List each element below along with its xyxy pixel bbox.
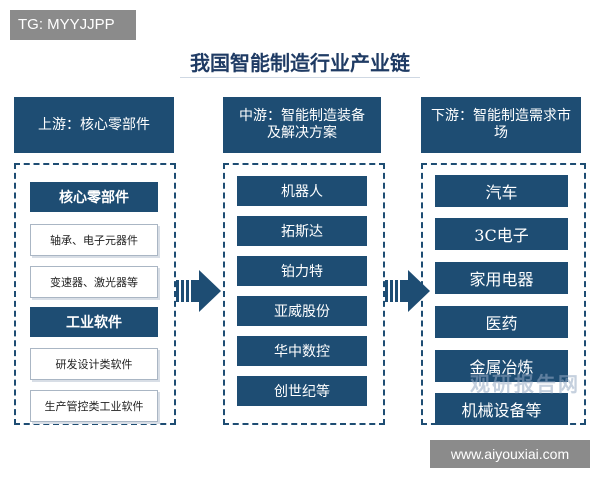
diagram-title: 我国智能制造行业产业链: [190, 51, 410, 75]
downstream-item: 机械设备等: [435, 393, 568, 425]
upstream-item: 变速器、激光器等: [30, 266, 158, 298]
midstream-item: 创世纪等: [237, 376, 367, 406]
upstream-box: [14, 163, 176, 425]
title-underline: [180, 77, 420, 78]
arrow-right-icon: [176, 270, 221, 312]
tg-badge: TG: MYYJJPP: [10, 10, 136, 40]
upstream-header: 上游：核心零部件: [14, 97, 174, 153]
midstream-box: [223, 163, 385, 425]
midstream-header: 中游：智能制造装备及解决方案: [223, 97, 381, 153]
downstream-item: 3C电子: [435, 218, 568, 250]
midstream-item: 华中数控: [237, 336, 367, 366]
arrow-right-icon: [385, 270, 430, 312]
downstream-header: 下游：智能制造需求市场: [421, 97, 581, 153]
downstream-item: 汽车: [435, 175, 568, 207]
upstream-item: 轴承、电子元器件: [30, 224, 158, 256]
downstream-item: 医药: [435, 306, 568, 338]
midstream-item: 机器人: [237, 176, 367, 206]
url-badge: www.aiyouxiai.com: [430, 440, 590, 468]
downstream-item: 家用电器: [435, 262, 568, 294]
downstream-item: 金属冶炼: [435, 350, 568, 382]
midstream-item: 铂力特: [237, 256, 367, 286]
watermark-logo: 观研报告网: [470, 372, 580, 396]
upstream-section-industrial-software: 工业软件: [30, 307, 158, 337]
midstream-item: 拓斯达: [237, 216, 367, 246]
upstream-item: 生产管控类工业软件: [30, 390, 158, 422]
midstream-item: 亚威股份: [237, 296, 367, 326]
upstream-item: 研发设计类软件: [30, 348, 158, 380]
upstream-section-core-parts: 核心零部件: [30, 182, 158, 212]
